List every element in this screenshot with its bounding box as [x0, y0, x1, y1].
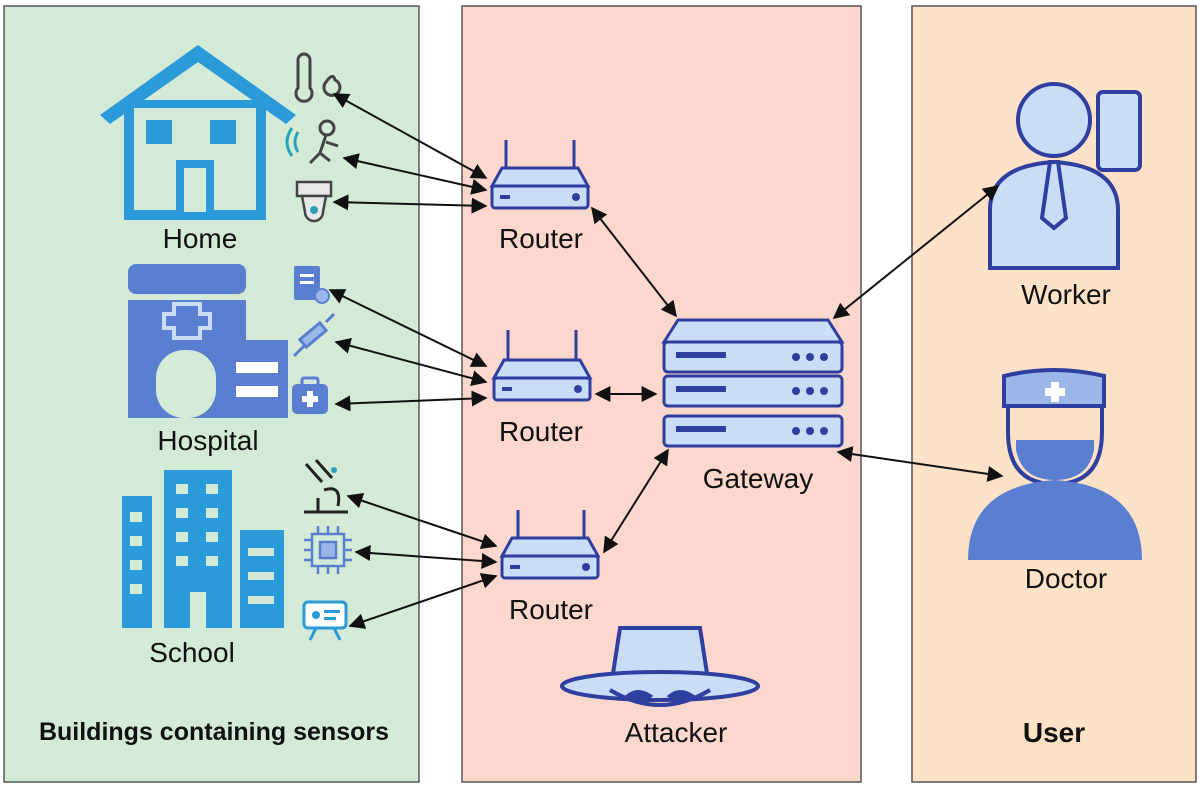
link-motion-router1 — [342, 153, 488, 195]
link-microscope-router3 — [346, 493, 498, 549]
user-panel-caption: User — [1023, 717, 1085, 748]
camera-icon — [295, 180, 333, 223]
thermometer-humidity-icon — [294, 52, 342, 103]
gateway-server-icon — [661, 318, 845, 448]
hospital-building-icon — [128, 264, 288, 418]
building-label-home: Home — [163, 223, 238, 254]
building-label-hospital: Hospital — [157, 425, 258, 456]
router-label-3: Router — [509, 594, 593, 625]
microscope-icon — [304, 459, 348, 514]
user-label-worker: Worker — [1021, 279, 1111, 310]
attacker-icon — [560, 626, 760, 707]
router-icon-1 — [489, 140, 591, 210]
medical-kit-icon — [292, 376, 328, 414]
chip-icon — [304, 526, 352, 574]
link-projector-router3 — [348, 573, 498, 629]
worker-icon — [988, 82, 1142, 270]
router-label-2: Router — [499, 416, 583, 447]
link-kit-router2 — [334, 390, 488, 412]
doctor-icon — [968, 368, 1142, 560]
link-syringe-router2 — [334, 337, 488, 387]
connections — [328, 93, 1004, 629]
router-icon-2 — [491, 330, 593, 402]
medical-record-icon — [294, 266, 330, 304]
user-label-doctor: Doctor — [1025, 563, 1107, 594]
router-icon-3 — [499, 510, 601, 580]
link-camera-router1 — [332, 194, 488, 214]
gateway-label: Gateway — [703, 463, 814, 494]
link-router1-gateway — [591, 206, 677, 318]
projector-icon — [302, 600, 348, 641]
link-gateway-doctor — [836, 446, 1004, 482]
link-gateway-worker — [832, 184, 1000, 320]
building-label-school: School — [149, 637, 235, 668]
attacker-label: Attacker — [625, 717, 728, 748]
link-chip-router3 — [354, 545, 498, 569]
home-building-icon — [100, 45, 296, 220]
router-label-1: Router — [499, 223, 583, 254]
school-building-icon — [122, 470, 284, 628]
buildings-panel-caption: Buildings containing sensors — [39, 718, 389, 746]
link-router3-gateway — [603, 448, 669, 554]
